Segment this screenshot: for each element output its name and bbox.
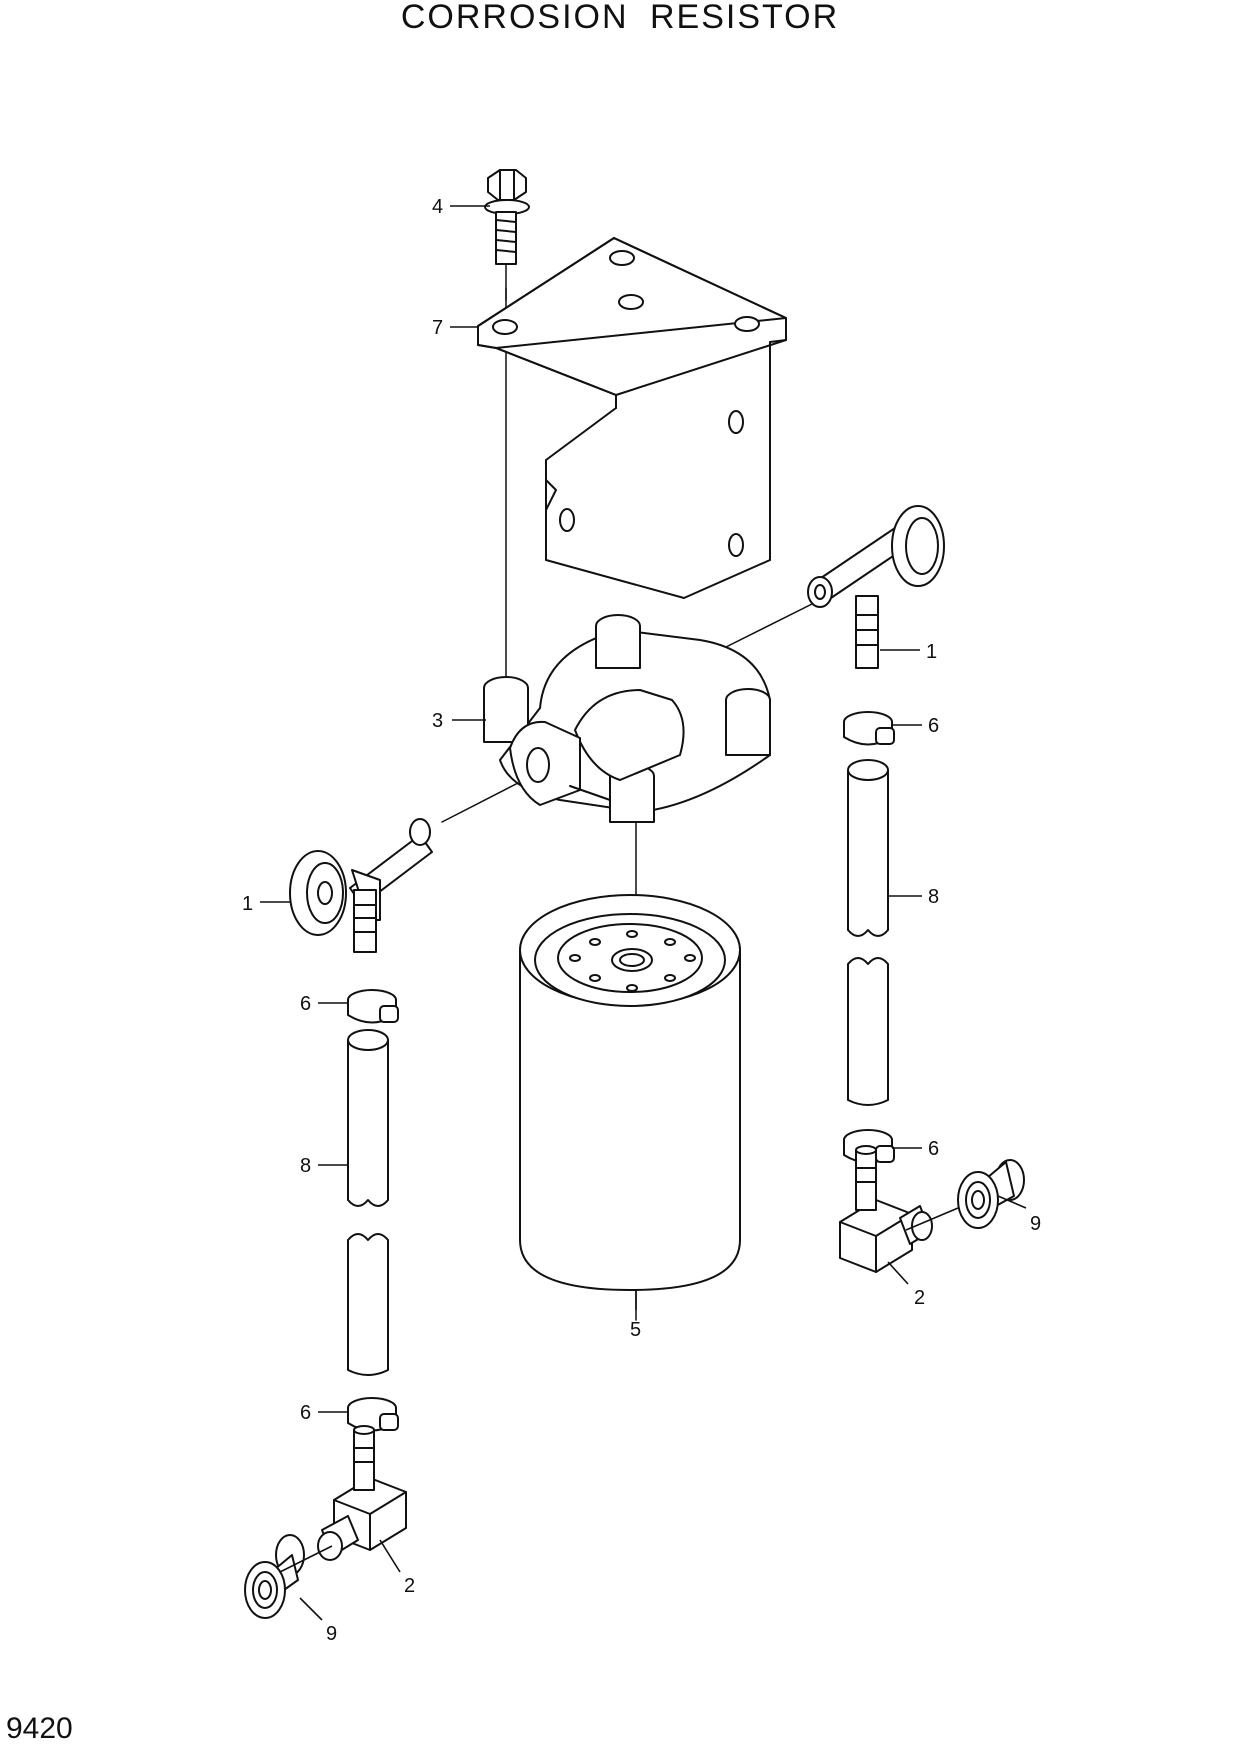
callout-3: 3 (432, 710, 443, 732)
hose-clamp-right-top-part (843, 711, 895, 746)
callout-6-right-bottom: 6 (928, 1138, 939, 1160)
filter-element-part (519, 894, 741, 1321)
callout-lines (260, 205, 1027, 1621)
callout-4: 4 (432, 196, 443, 218)
callout-7: 7 (432, 317, 443, 339)
callout-2-left: 2 (404, 1575, 415, 1597)
callout-6-left-top: 6 (300, 993, 311, 1015)
hose-left-part (347, 1029, 389, 1376)
callout-6-right-top: 6 (928, 715, 939, 737)
adapter-right-part (957, 1159, 1025, 1229)
callout-1-left: 1 (242, 893, 253, 915)
adapter-left-part (244, 1534, 305, 1619)
callout-9-left: 9 (326, 1623, 337, 1645)
callout-6-left-bottom: 6 (300, 1402, 311, 1424)
valve-left-part (289, 818, 433, 953)
callout-2-right: 2 (914, 1287, 925, 1309)
callout-8-left: 8 (300, 1155, 311, 1177)
filter-head-part (483, 614, 771, 823)
elbow-fitting-right-part (839, 1145, 933, 1273)
mounting-bracket-part (477, 237, 787, 599)
hose-right-part (847, 759, 889, 1106)
page-number: 9420 (6, 1712, 73, 1745)
elbow-fitting-left-part (317, 1425, 407, 1561)
page-title: CORROSION RESISTOR (400, 0, 840, 36)
callout-1-right: 1 (926, 641, 937, 663)
hose-clamp-left-bottom-part (347, 1397, 399, 1432)
valve-right-part (807, 505, 945, 669)
callout-5: 5 (630, 1319, 641, 1341)
callout-9-right: 9 (1030, 1213, 1041, 1235)
callout-8-right: 8 (928, 886, 939, 908)
hose-clamp-left-top-part (347, 989, 399, 1024)
bolt-part (484, 169, 530, 301)
